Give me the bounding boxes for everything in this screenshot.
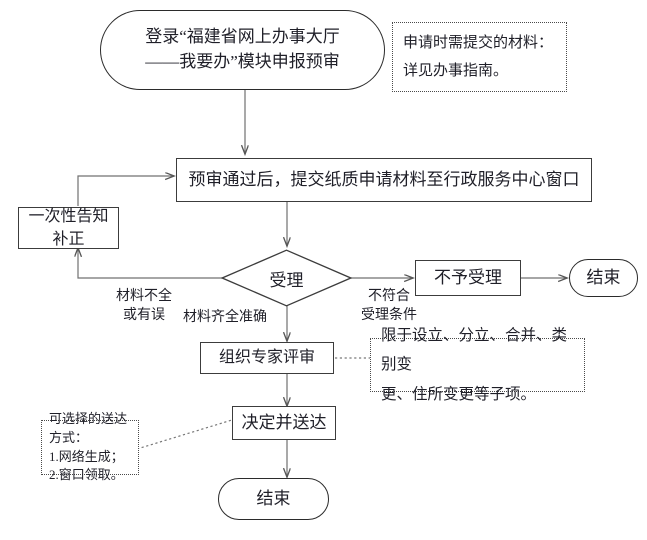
node-accept-decision-label: 受理 — [269, 270, 304, 290]
note-materials: 申请时需提交的材料： 详见办事指南。 — [392, 22, 567, 92]
edge-label-complete: 材料齐全准确 — [183, 310, 267, 325]
node-start[interactable]: 登录“福建省网上办事大厅 ——我要办”模块申报预审 — [100, 10, 385, 90]
node-decide-deliver[interactable]: 决定并送达 — [232, 406, 336, 440]
edge-label-not-qualified: 不符合 受理条件 — [361, 289, 417, 323]
note-delivery-methods: 可选择的送达方式： 1.网络生成； 2.窗口领取。 — [41, 411, 139, 482]
edge-notice-to-submit — [77, 176, 174, 206]
node-end-right[interactable]: 结束 — [569, 259, 638, 297]
edge-label-incomplete: 材料不全 或有误 — [116, 289, 172, 323]
node-expert-review[interactable]: 组织专家评审 — [200, 342, 334, 374]
edge-decision-to-notice — [78, 248, 222, 279]
leader-delivery-note — [136, 419, 233, 450]
node-not-accepted[interactable]: 不予受理 — [415, 260, 521, 296]
node-one-time-notice[interactable]: 一次性告知 补正 — [18, 207, 119, 249]
node-end-bottom[interactable]: 结束 — [218, 478, 329, 520]
node-submit-paper-materials[interactable]: 预审通过后，提交纸质申请材料至行政服务中心窗口 — [176, 158, 592, 202]
diamond-shape — [220, 249, 353, 307]
note-expert-scope: 限于设立、分立、合并、类别变 更、住所变更等子项。 — [370, 327, 585, 403]
node-accept-decision[interactable]: 受理 — [220, 249, 353, 307]
